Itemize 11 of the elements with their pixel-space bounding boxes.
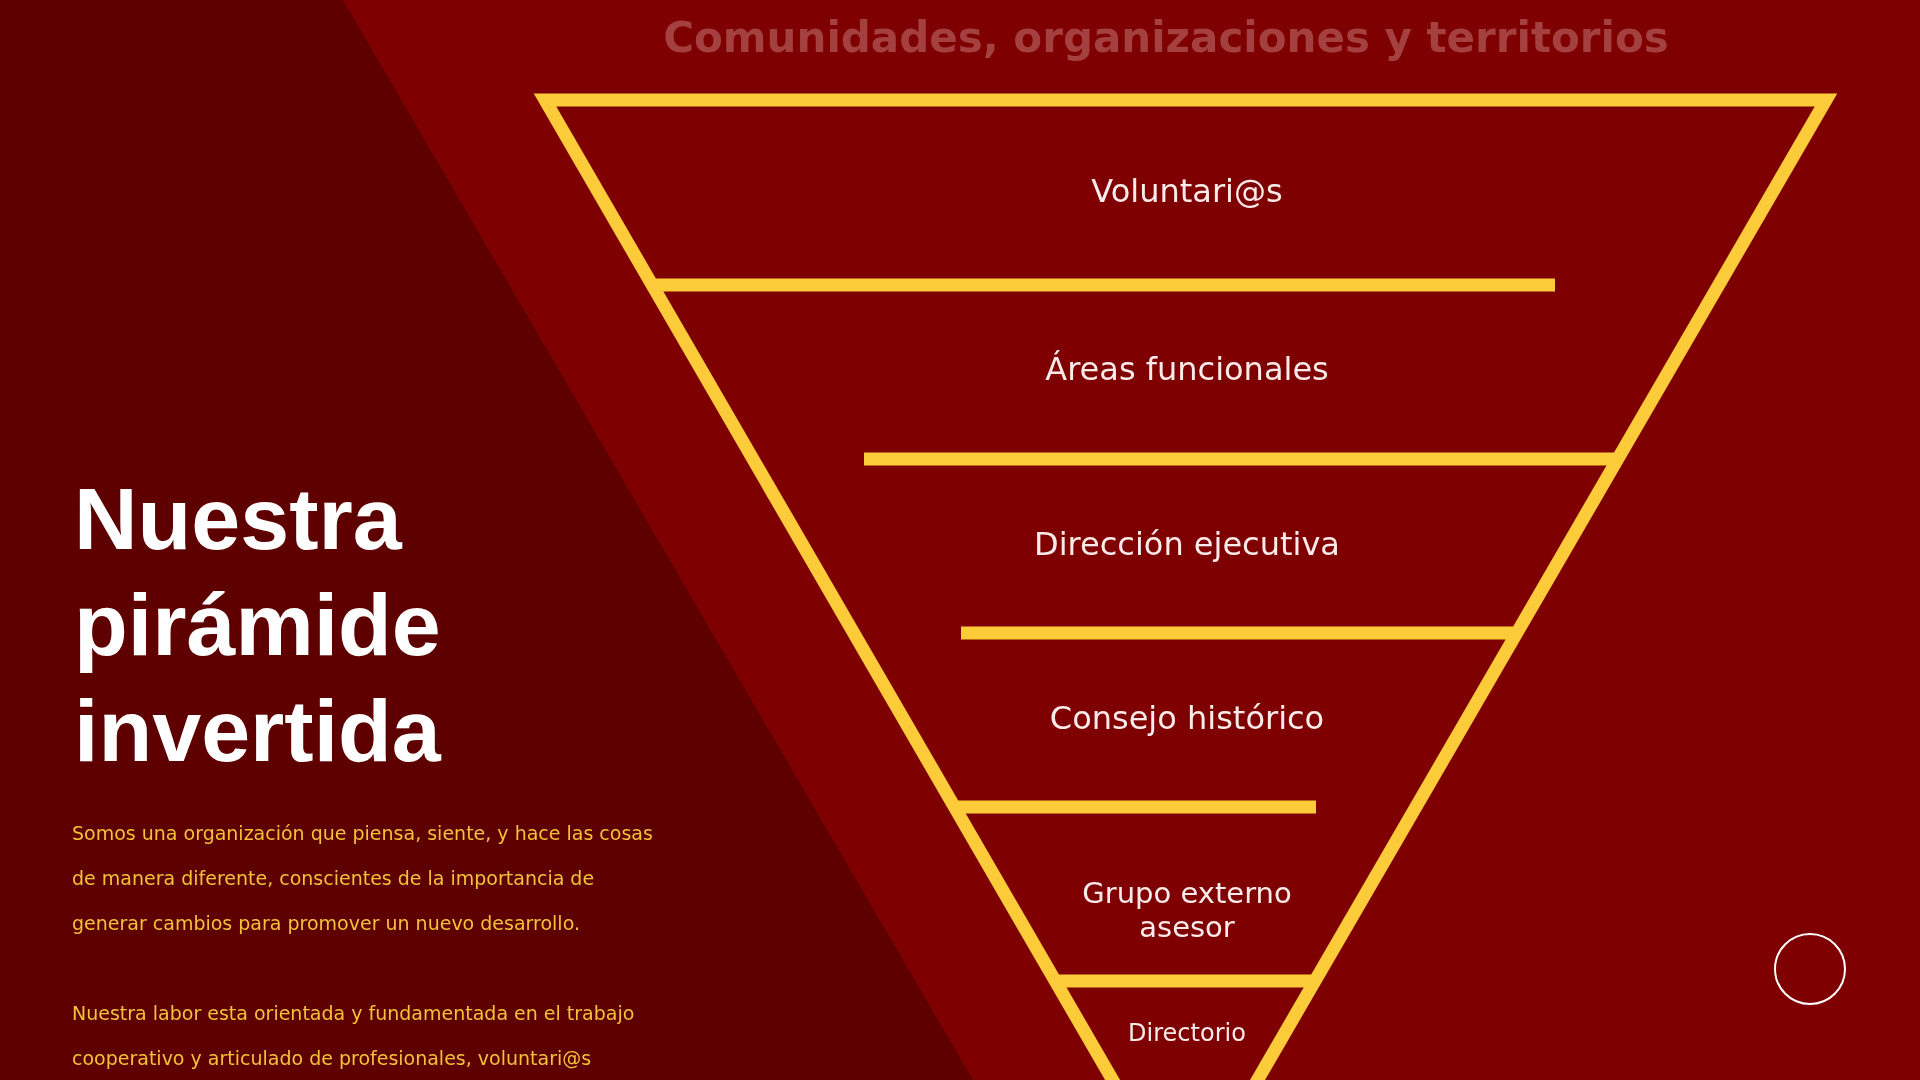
level-label: Áreas funcionales <box>1045 352 1329 386</box>
level-label: Dirección ejecutiva <box>1034 527 1340 561</box>
level-label: Voluntari@s <box>1091 174 1283 208</box>
level-label: Consejo histórico <box>1049 701 1325 735</box>
top-label: Comunidades, organizaciones y territorios <box>662 12 1670 64</box>
circle-outline <box>1774 933 1846 1005</box>
level-label: Grupo externo asesor <box>1081 876 1293 944</box>
level-label: Directorio <box>1128 1018 1246 1049</box>
paragraph: Somos una organización que piensa, siente, y hace las cosas de manera diferente, conscientes de la importancia de generar cambios para promover un nuevo desarrollo. <box>72 821 654 936</box>
heading: Nuestra pirámide invertida <box>74 468 443 782</box>
paragraph: Nuestra labor esta orientada y fundamentada en el trabajo cooperativo y articulado de profesionales, voluntari@s <box>72 1001 636 1071</box>
